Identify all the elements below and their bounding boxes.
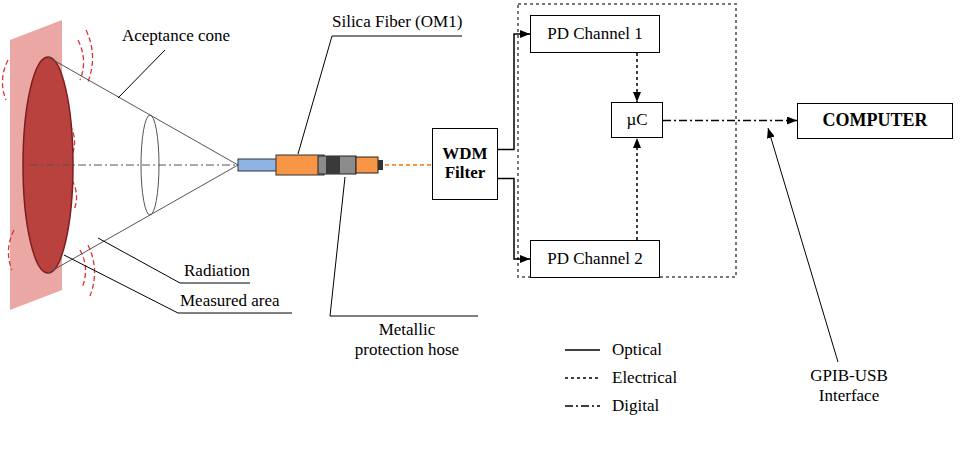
signal-connector	[498, 178, 530, 259]
box-label: PD Channel 2	[547, 250, 642, 269]
box-label: WDM Filter	[437, 145, 493, 182]
microcontroller-box: µC	[611, 102, 663, 138]
box-label: COMPUTER	[823, 111, 928, 131]
instrument-enclosure	[518, 4, 736, 277]
signal-connector	[636, 138, 638, 240]
fiber-tip	[238, 159, 278, 171]
hose-ring	[326, 156, 340, 174]
photodetector-box: PD Channel 2	[530, 240, 660, 278]
signal-connector	[663, 120, 797, 122]
part-label: Radiation	[184, 261, 274, 281]
legend-text: Optical	[612, 340, 662, 360]
signal-connector	[498, 34, 530, 150]
computer-box: COMPUTER	[797, 103, 953, 139]
legend-samples	[565, 350, 600, 406]
legend-text: Digital	[612, 396, 659, 416]
part-label: Metallic protection hose	[352, 320, 462, 359]
leader-lines	[64, 36, 838, 362]
part-label: GPIB-USB Interface	[804, 366, 894, 405]
signal-connector	[636, 53, 638, 102]
legend-text: Electrical	[612, 368, 677, 388]
fiber-jacket	[276, 155, 324, 175]
part-label: Aceptance cone	[122, 26, 262, 46]
connector	[356, 157, 378, 173]
box-label: PD Channel 1	[547, 25, 642, 44]
filter-box: WDM Filter	[432, 128, 498, 200]
connector-tip	[378, 160, 383, 170]
metallic-hose	[318, 156, 356, 174]
photodetector-box: PD Channel 1	[530, 15, 660, 53]
part-label: Measured area	[180, 291, 310, 311]
fiber-link	[385, 164, 431, 166]
box-label: µC	[626, 111, 647, 130]
acceptance-cone	[30, 57, 238, 273]
radiation-waves	[2, 30, 94, 296]
part-label: Silica Fiber (OM1)	[332, 12, 492, 32]
